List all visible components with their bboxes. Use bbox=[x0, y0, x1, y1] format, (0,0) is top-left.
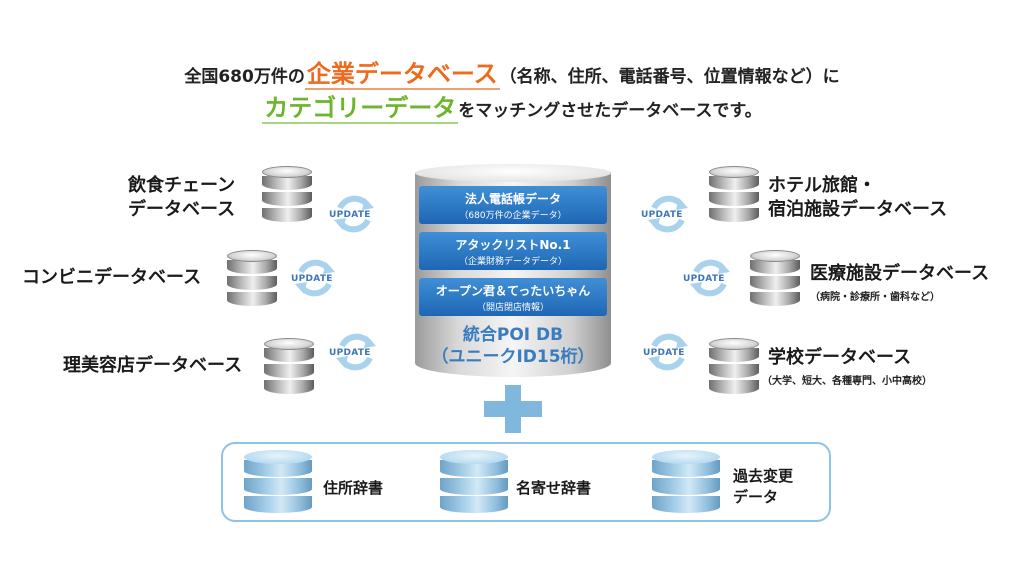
update-label-right-3: UPDATE bbox=[643, 348, 685, 358]
headline-highlight-category-data: カテゴリーデータ bbox=[262, 94, 459, 124]
headline-line-2: カテゴリーデータをマッチングさせたデータベースです。 bbox=[0, 88, 1024, 124]
right-db-3-cylinder-icon bbox=[709, 338, 759, 396]
bottom-db-2-cylinder-icon bbox=[440, 450, 508, 514]
headline-line-1: 全国680万件の企業データベース（名称、住所、電話番号、位置情報など）に bbox=[0, 54, 1024, 90]
center-band-1: 法人電話帳データ （680万件の企業データ） bbox=[419, 186, 607, 224]
update-cycle-icon-left-2 bbox=[295, 259, 335, 297]
update-cycle-icon-right-1 bbox=[648, 195, 688, 233]
bottom-db-3-label: 過去変更 データ bbox=[733, 466, 793, 508]
center-db-title-line2: （ユニークID15桁） bbox=[431, 347, 595, 367]
headline-line2-suffix: をマッチングさせたデータベースです。 bbox=[458, 101, 762, 121]
headline-suffix: （名称、住所、電話番号、位置情報など）に bbox=[499, 67, 840, 87]
bottom-db-1-label: 住所辞書 bbox=[323, 479, 384, 497]
update-cycle-icon-left-1 bbox=[334, 195, 374, 233]
left-db-3-label: 理美容店データベース bbox=[63, 355, 243, 376]
left-db-3-cylinder-icon bbox=[264, 338, 314, 396]
right-db-1-line2: 宿泊施設データベース bbox=[768, 199, 948, 220]
center-band-2: アタックリストNo.1 （企業財務データデータ） bbox=[419, 232, 607, 270]
update-cycle-icon-left-3 bbox=[336, 333, 376, 371]
dictionary-panel bbox=[221, 442, 831, 522]
update-label-left-2: UPDATE bbox=[291, 274, 333, 284]
central-poi-db: 法人電話帳データ （680万件の企業データ） アタックリストNo.1 （企業財務… bbox=[415, 164, 611, 382]
update-cycle-icon-right-3 bbox=[648, 333, 688, 371]
right-db-1-cylinder-icon bbox=[709, 166, 759, 224]
left-db-1-cylinder-icon bbox=[262, 166, 312, 224]
center-band-1-title: 法人電話帳データ bbox=[464, 192, 561, 206]
center-db-title-line1: 統合POI DB bbox=[462, 325, 564, 345]
right-db-2-label: 医療施設データベース bbox=[810, 263, 990, 284]
center-band-1-sub: （680万件の企業データ） bbox=[459, 211, 567, 221]
headline-highlight-company-db: 企業データベース bbox=[304, 60, 500, 90]
update-label-right-1: UPDATE bbox=[641, 210, 683, 220]
headline-prefix: 全国680万件の bbox=[184, 67, 305, 87]
left-db-1-line1: 飲食チェーン bbox=[128, 175, 236, 196]
center-band-2-sub: （企業財務データデータ） bbox=[458, 257, 567, 267]
right-db-3-label: 学校データベース bbox=[768, 347, 912, 368]
bottom-db-1-cylinder-icon bbox=[244, 450, 312, 514]
right-db-3-sub: （大学、短大、各種専門、小中高校） bbox=[762, 376, 932, 387]
plus-icon-bar bbox=[484, 401, 542, 417]
bottom-db-3-line2: データ bbox=[733, 488, 779, 506]
update-label-right-2: UPDATE bbox=[683, 274, 725, 284]
update-label-left-1: UPDATE bbox=[329, 210, 371, 220]
right-db-2-sub: （病院・診療所・歯科など） bbox=[810, 292, 940, 303]
left-db-2-cylinder-icon bbox=[227, 250, 277, 308]
bottom-db-3-line1: 過去変更 bbox=[733, 467, 794, 485]
center-band-2-title: アタックリストNo.1 bbox=[455, 238, 571, 252]
left-db-1-line2: データベース bbox=[128, 199, 236, 220]
left-db-1-label: 飲食チェーン データベース bbox=[128, 174, 235, 222]
bottom-db-3-cylinder-icon bbox=[652, 450, 720, 514]
left-db-2-label: コンビニデータベース bbox=[22, 267, 202, 288]
center-band-3-title: オープン君＆てったいちゃん bbox=[435, 284, 591, 298]
update-label-left-3: UPDATE bbox=[329, 348, 371, 358]
center-band-3: オープン君＆てったいちゃん （開店閉店情報） bbox=[419, 278, 607, 316]
center-band-3-sub: （開店閉店情報） bbox=[476, 303, 549, 313]
update-cycle-icon-right-2 bbox=[690, 259, 730, 297]
right-db-1-label: ホテル旅館・ 宿泊施設データベース bbox=[768, 174, 947, 222]
bottom-db-2-label: 名寄せ辞書 bbox=[516, 479, 592, 497]
right-db-1-line1: ホテル旅館・ bbox=[768, 175, 876, 196]
center-db-title: 統合POI DB （ユニークID15桁） bbox=[415, 324, 611, 368]
right-db-2-cylinder-icon bbox=[750, 250, 800, 308]
